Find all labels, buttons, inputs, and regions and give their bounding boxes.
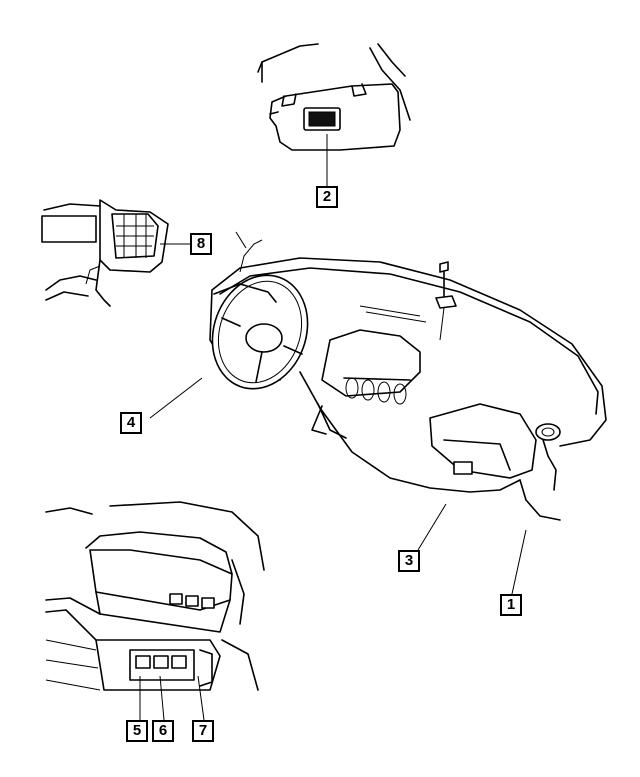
instrument-panel-illustration xyxy=(209,231,607,521)
callout-5: 5 xyxy=(126,720,148,742)
callout-2: 2 xyxy=(316,186,338,208)
callout-3: 3 xyxy=(398,550,420,572)
overhead-console-illustration xyxy=(41,199,169,307)
seat-switch-illustration xyxy=(45,501,265,691)
callout-8: 8 xyxy=(190,233,212,255)
callout-6: 6 xyxy=(152,720,174,742)
callout-4: 4 xyxy=(120,412,142,434)
sun-visor-illustration xyxy=(257,43,411,151)
callout-7: 7 xyxy=(192,720,214,742)
callout-1: 1 xyxy=(500,594,522,616)
